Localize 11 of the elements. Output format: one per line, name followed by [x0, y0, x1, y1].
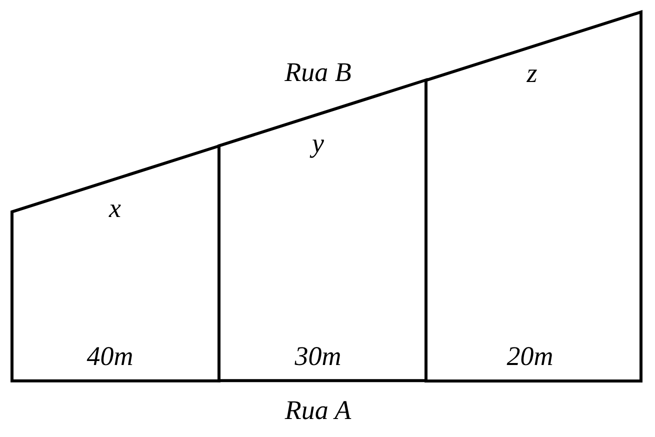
lot-shape [219, 80, 426, 381]
side-length-variable: z [526, 58, 538, 88]
side-length-variable: x [109, 192, 121, 223]
frontage-length: 20m [506, 341, 554, 371]
frontage-length: 30m [294, 340, 342, 371]
lot-shape [426, 12, 641, 381]
frontage-length: 40m [86, 340, 134, 371]
street-label: Rua A [284, 395, 352, 425]
side-length-variable: y [312, 128, 324, 158]
street-label: Rua B [284, 57, 352, 87]
lot-shape [12, 146, 219, 381]
